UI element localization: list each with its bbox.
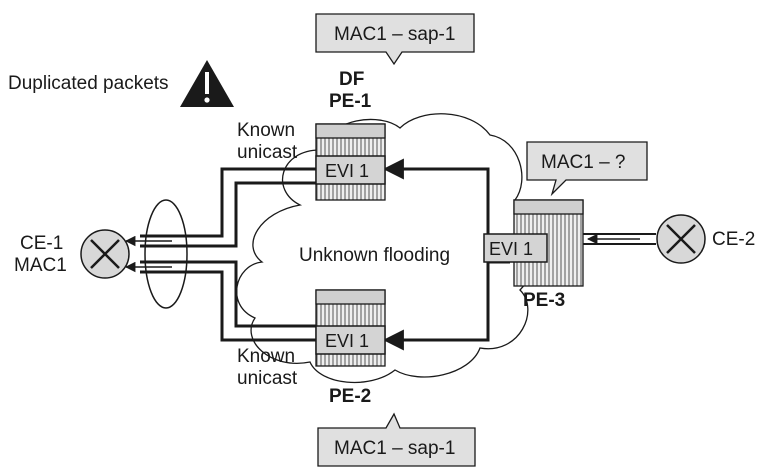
link-ce1-pe1	[140, 167, 316, 248]
pe1-router	[315, 123, 386, 201]
link-ce1-pe2	[140, 260, 316, 342]
pe2-unicast-label: unicast	[237, 368, 298, 389]
ce1-mac-label: MAC1	[14, 255, 67, 276]
cloud-label: Unknown flooding	[299, 245, 450, 266]
pe3-evi-box	[483, 233, 548, 263]
pe1-evi-label: EVI 1	[325, 161, 369, 181]
lag-bundle-oval	[144, 199, 188, 309]
callout-pe1	[315, 13, 475, 66]
ce1-router-icon	[80, 229, 130, 279]
pe1-callout-text: MAC1 – sap-1	[334, 24, 455, 45]
warning-label: Duplicated packets	[8, 73, 169, 94]
callout-pe2	[317, 412, 476, 467]
known-unicast-arrows	[124, 235, 172, 273]
pe2-evi-box	[315, 325, 386, 355]
pe3-name-label: PE-3	[523, 290, 565, 311]
ce2-router-icon	[656, 214, 706, 264]
warning-icon	[180, 60, 234, 107]
network-cloud	[236, 113, 539, 384]
pe2-router	[315, 289, 386, 367]
ce1-name-label: CE-1	[20, 233, 63, 254]
pe1-known-label: Known	[237, 120, 295, 141]
pe1-name-label: PE-1	[329, 91, 372, 112]
pe3-router	[483, 199, 584, 287]
pe2-name-label: PE-2	[329, 386, 371, 407]
pe2-evi-label: EVI 1	[325, 331, 369, 351]
link-ce2-pe3	[583, 233, 656, 245]
pe2-callout-text: MAC1 – sap-1	[334, 438, 455, 459]
pe3-evi-label: EVI 1	[489, 239, 533, 259]
pe2-known-label: Known	[237, 346, 295, 367]
ce2-name-label: CE-2	[712, 229, 755, 250]
callout-pe3	[526, 141, 648, 197]
pe1-role-label: DF	[339, 69, 364, 90]
pe1-unicast-label: unicast	[237, 142, 298, 163]
pe3-callout-text: MAC1 – ?	[541, 152, 625, 173]
pe1-evi-box	[315, 155, 386, 185]
